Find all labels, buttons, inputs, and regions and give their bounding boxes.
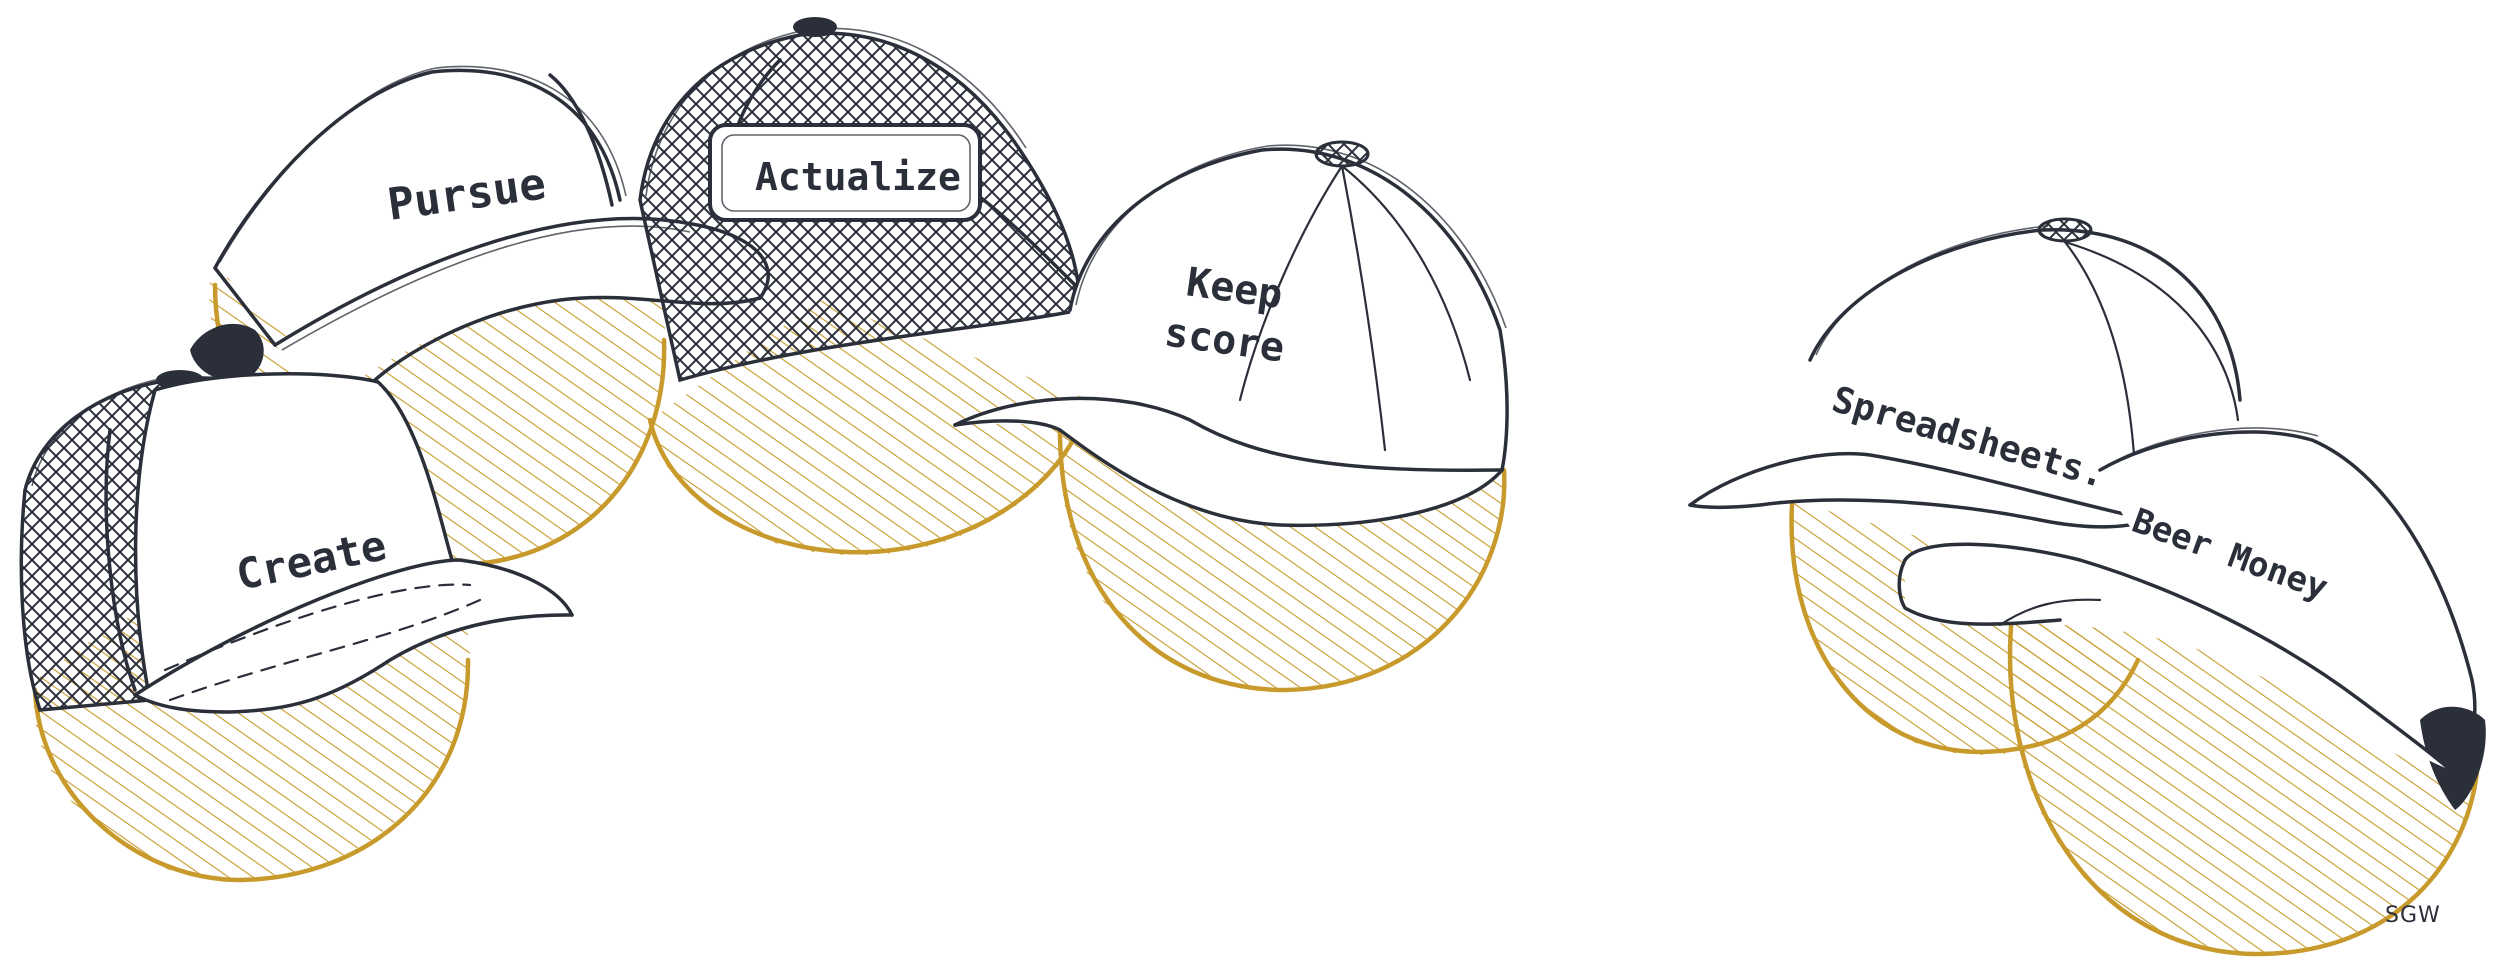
cap-button: [793, 17, 837, 37]
shadow-actualize: [647, 300, 1091, 556]
hat-create: Create: [19, 323, 574, 714]
artist-signature: SGW: [2385, 903, 2441, 928]
strap-closure: [2420, 706, 2486, 810]
cap-button: [2037, 217, 2093, 243]
hat-spreadsheets: Spreadsheets.: [1688, 217, 2242, 529]
cap-button: [1314, 140, 1370, 168]
hat-keep-score: Keep score: [953, 140, 1509, 528]
hat-beer-money: Beer Money: [1897, 427, 2486, 810]
hat-actualize-label: Actualize: [755, 155, 961, 199]
hat-actualize: Actualize: [638, 17, 1082, 383]
actualize-patch: [708, 123, 982, 222]
